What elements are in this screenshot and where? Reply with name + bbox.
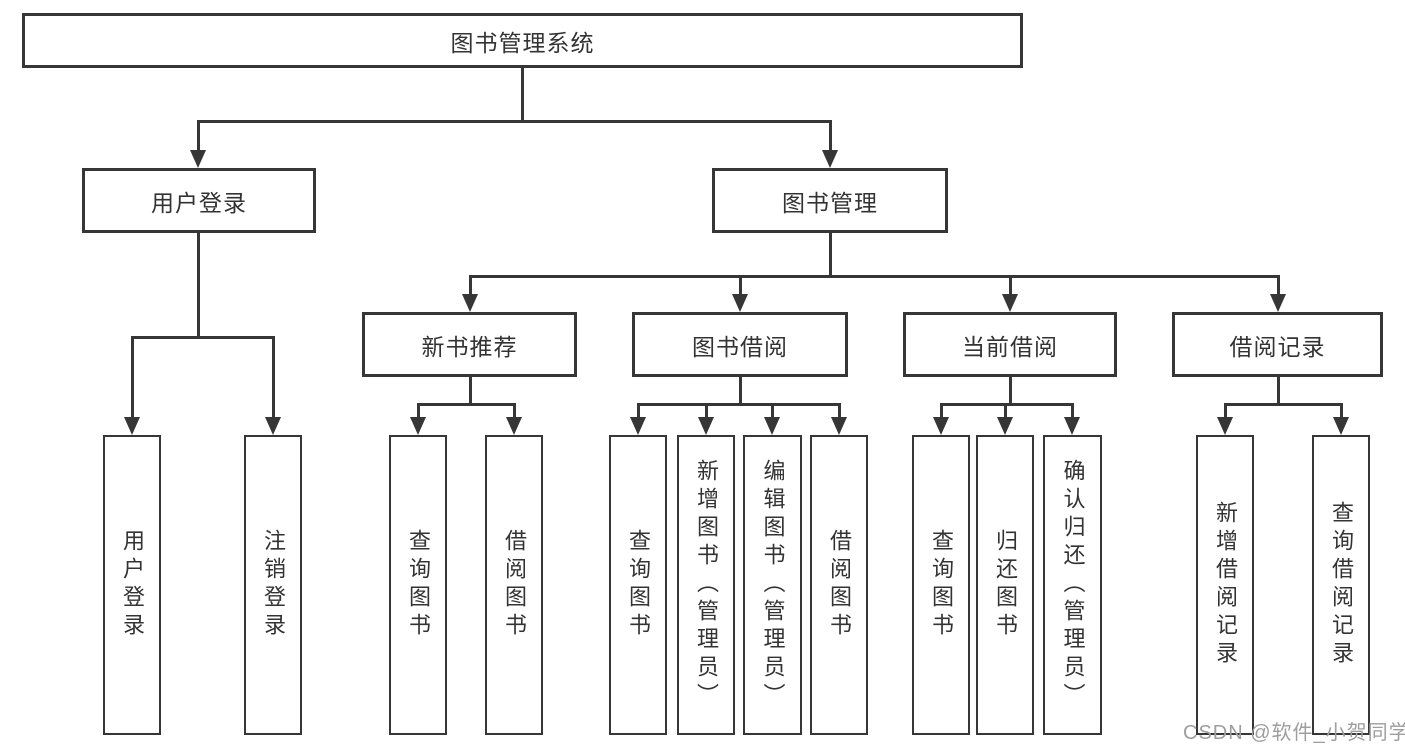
connector-drop-leaf [1224, 403, 1227, 419]
leaf-return-books-label: 归还图书 [993, 529, 1018, 641]
arrowhead-down-icon [732, 294, 748, 312]
arrowhead-down-icon [822, 150, 838, 168]
connector-book-management-stem [829, 233, 832, 275]
arrowhead-down-icon [764, 417, 780, 435]
connector-drop-book-borrow [739, 275, 742, 296]
connector-drop-user-login [197, 120, 200, 152]
arrowhead-down-icon [1333, 417, 1349, 435]
leaf-borrow-books-label: 借阅图书 [827, 529, 852, 641]
node-borrowing-records: 借阅记录 [1172, 312, 1383, 377]
leaf-user-login-label: 用户登录 [120, 529, 145, 641]
arrowhead-down-icon [831, 417, 847, 435]
connector-borrow-records-branch [1224, 403, 1342, 406]
node-library-management-system: 图书管理系统 [22, 13, 1023, 68]
connector-drop-current-borrow [1009, 275, 1012, 296]
leaf-return-books: 归还图书 [976, 435, 1034, 735]
connector-drop-leaf-logout [272, 336, 275, 419]
connector-drop-leaf [1004, 403, 1007, 419]
arrowhead-down-icon [630, 417, 646, 435]
leaf-query-books-current-label: 查询图书 [929, 529, 954, 641]
leaf-edit-books-admin: 编辑图书（管理员） [743, 435, 802, 735]
leaf-borrow-books-recommend: 借阅图书 [485, 435, 543, 735]
leaf-confirm-return-admin-label: 确认归还（管理员） [1060, 459, 1086, 711]
connector-new-book-stem [469, 377, 472, 403]
arrowhead-down-icon [997, 417, 1013, 435]
leaf-query-borrow-record-label: 查询借阅记录 [1329, 501, 1354, 669]
connector-drop-leaf [417, 403, 420, 419]
arrowhead-down-icon [462, 294, 478, 312]
leaf-logout: 注销登录 [244, 435, 302, 735]
node-current-borrowing-label: 当前借阅 [962, 333, 1058, 360]
node-current-borrowing: 当前借阅 [903, 312, 1117, 377]
arrowhead-down-icon [698, 417, 714, 435]
connector-borrow-records-stem [1277, 377, 1280, 403]
leaf-query-borrow-record: 查询借阅记录 [1312, 435, 1370, 735]
leaf-query-books-recommend: 查询图书 [389, 435, 447, 735]
arrowhead-down-icon [1217, 417, 1233, 435]
leaf-add-borrow-record: 新增借阅记录 [1196, 435, 1254, 735]
arrowhead-down-icon [1002, 294, 1018, 312]
leaf-borrow-books: 借阅图书 [810, 435, 868, 735]
arrowhead-down-icon [265, 417, 281, 435]
leaf-add-books-admin: 新增图书（管理员） [677, 435, 735, 735]
connector-root-stem [521, 68, 524, 120]
connector-drop-leaf [940, 403, 943, 419]
node-book-borrowing-label: 图书借阅 [692, 333, 788, 360]
node-new-book-recommendation-label: 新书推荐 [421, 333, 518, 360]
arrowhead-down-icon [933, 417, 949, 435]
connector-user-login-branch [131, 336, 275, 339]
node-book-borrowing: 图书借阅 [632, 312, 848, 377]
connector-drop-leaf [1340, 403, 1343, 419]
connector-drop-new-book [469, 275, 472, 296]
node-borrowing-records-label: 借阅记录 [1229, 333, 1326, 360]
connector-user-login-stem [197, 233, 200, 336]
arrowhead-down-icon [1064, 417, 1080, 435]
connector-book-borrow-stem [739, 377, 742, 403]
csdn-watermark: CSDN @软件_小贺同学 [1183, 722, 1405, 744]
leaf-user-login: 用户登录 [103, 435, 161, 735]
connector-new-book-branch [417, 403, 515, 406]
connector-drop-leaf [637, 403, 640, 419]
leaf-confirm-return-admin: 确认归还（管理员） [1043, 435, 1102, 735]
connector-level2-branch [197, 120, 832, 123]
arrowhead-down-icon [190, 150, 206, 168]
leaf-query-books-borrowing: 查询图书 [609, 435, 667, 735]
connector-drop-book-management [829, 120, 832, 152]
connector-drop-leaf [705, 403, 708, 419]
leaf-add-borrow-record-label: 新增借阅记录 [1213, 501, 1238, 669]
connector-book-borrow-branch [637, 403, 840, 406]
connector-drop-leaf [771, 403, 774, 419]
node-library-management-system-label: 图书管理系统 [450, 29, 595, 56]
leaf-edit-books-admin-label: 编辑图书（管理员） [760, 459, 786, 711]
connector-drop-leaf [838, 403, 841, 419]
node-book-management-label: 图书管理 [782, 189, 878, 216]
connector-drop-leaf-user-login [131, 336, 134, 419]
arrowhead-down-icon [124, 417, 140, 435]
leaf-query-books-recommend-label: 查询图书 [406, 529, 431, 641]
node-new-book-recommendation: 新书推荐 [362, 312, 577, 377]
leaf-logout-label: 注销登录 [261, 529, 286, 641]
arrowhead-down-icon [1270, 294, 1286, 312]
node-user-login-label: 用户登录 [151, 189, 247, 216]
arrowhead-down-icon [410, 417, 426, 435]
node-user-login: 用户登录 [82, 168, 316, 233]
leaf-add-books-admin-label: 新增图书（管理员） [694, 459, 719, 711]
connector-drop-borrow-records [1277, 275, 1280, 296]
leaf-query-books-borrowing-label: 查询图书 [626, 529, 651, 641]
leaf-query-books-current: 查询图书 [912, 435, 970, 735]
node-book-management: 图书管理 [712, 168, 948, 233]
arrowhead-down-icon [506, 417, 522, 435]
connector-level3-branch [469, 275, 1280, 278]
connector-drop-leaf [1071, 403, 1074, 419]
leaf-borrow-books-recommend-label: 借阅图书 [502, 529, 527, 641]
connector-current-borrow-stem [1009, 377, 1012, 403]
connector-drop-leaf [513, 403, 516, 419]
